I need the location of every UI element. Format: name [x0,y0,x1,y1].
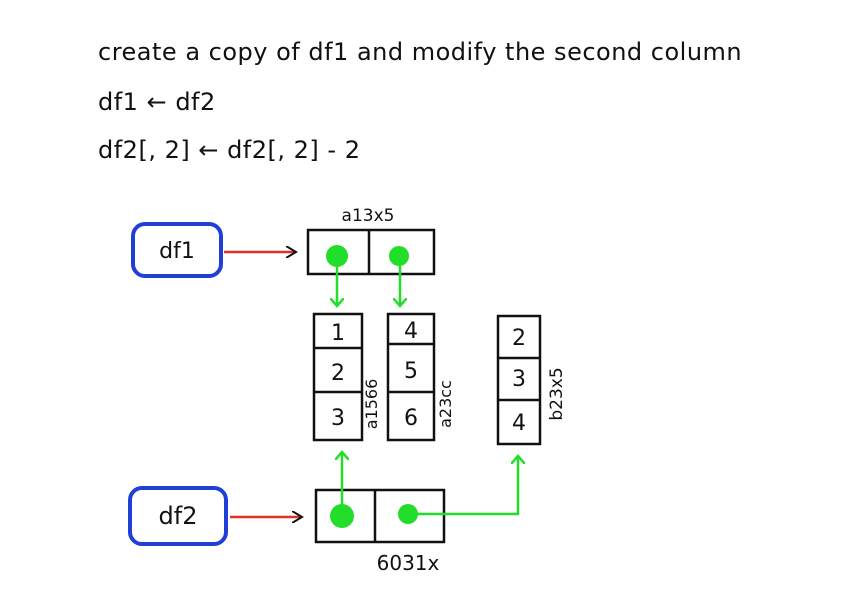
newcol-cell: 3 [512,367,526,392]
newcol-address: b23x5 [547,367,567,420]
newcol-cell: 2 [512,326,526,351]
df2-slot2-pointer [398,504,418,524]
df1-name-box: df1 [131,222,223,278]
df1-slot2-pointer [389,246,409,266]
df2-list: 6031x [314,488,446,575]
df1-slot1-pointer [326,245,348,267]
newcol-vector: 2 3 4 b23x5 [496,314,567,446]
col2-cell: 5 [404,359,418,384]
col2-cell: 6 [404,406,418,431]
df1-list-address: a13x5 [342,206,395,226]
df2-label: df2 [159,502,198,530]
df2-list-address: 6031x [377,551,440,575]
col2-vector: 4 5 6 a23cc [386,312,455,442]
col2-address: a23cc [436,380,455,428]
df2-name-box: df2 [128,486,228,546]
title-text: create a copy of df1 and modify the seco… [98,38,743,66]
col2-cell: 4 [404,319,418,344]
df2-slot1-pointer [330,504,354,528]
col1-cell: 3 [331,406,345,431]
code-line-modify: df2[, 2] ← df2[, 2] - 2 [98,136,361,164]
df1-label: df1 [159,239,195,264]
col1-cell: 2 [331,361,345,386]
col1-vector: 1 2 3 a1566 [312,312,381,442]
col1-cell: 1 [331,321,345,346]
col1-address: a1566 [362,379,381,430]
df1-list: a13x5 [306,206,436,276]
df2-newcol-arrow [410,456,518,516]
code-line-assign: df1 ← df2 [98,88,216,116]
newcol-cell: 4 [512,411,526,436]
